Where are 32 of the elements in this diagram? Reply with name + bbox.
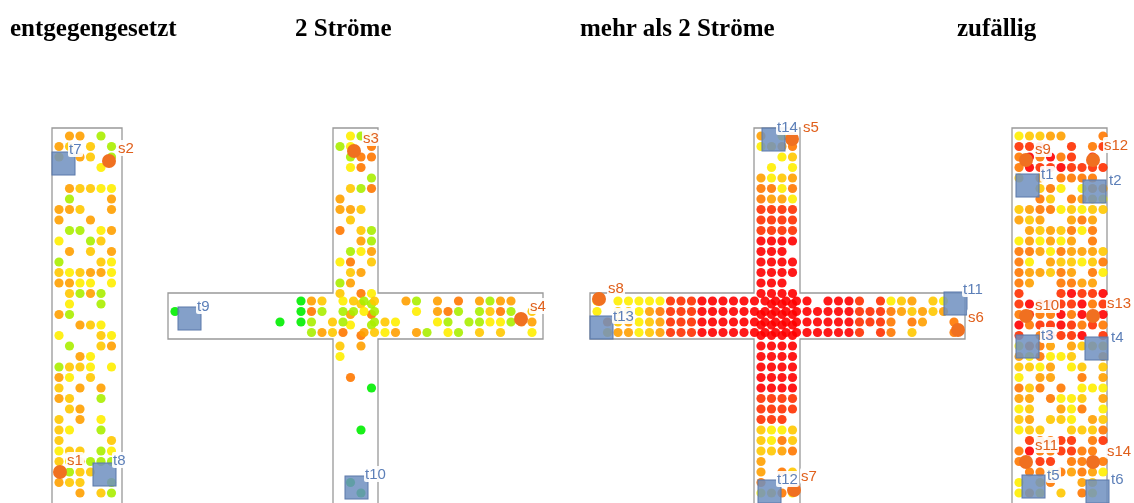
source-label: s11 [1034,437,1060,453]
target-label: t3 [1040,327,1055,343]
target-label: t12 [776,471,799,487]
target-label: t9 [196,298,211,314]
source-label: s2 [117,140,135,156]
target-label: t8 [112,452,127,468]
source-label: s3 [362,130,380,146]
target-label: t7 [68,141,83,157]
panel-heading: 2 Ströme [295,14,392,42]
source-label: s1 [66,452,84,468]
source-label: s4 [529,298,547,314]
source-label: s10 [1034,297,1061,313]
target-label: t6 [1110,471,1125,487]
target-label: t5 [1046,467,1061,483]
target-label: t13 [612,308,635,324]
target-label: t10 [364,466,387,482]
source-label: s9 [1034,141,1052,157]
source-label: s5 [802,119,820,135]
target-label: t2 [1108,172,1123,188]
source-label: s6 [967,309,985,325]
target-label: t14 [776,119,799,135]
panel-heading: mehr als 2 Ströme [580,14,775,42]
panel-heading: zufällig [957,14,1037,42]
source-label: s12 [1103,137,1130,153]
target-label: t11 [962,281,984,297]
panel-heading: entgegengesetzt [10,14,177,42]
source-label: s8 [607,280,625,296]
target-label: t4 [1110,329,1125,345]
source-label: s7 [800,468,818,484]
source-label: s14 [1106,443,1133,459]
source-label: s13 [1106,295,1133,311]
target-label: t1 [1040,166,1055,182]
